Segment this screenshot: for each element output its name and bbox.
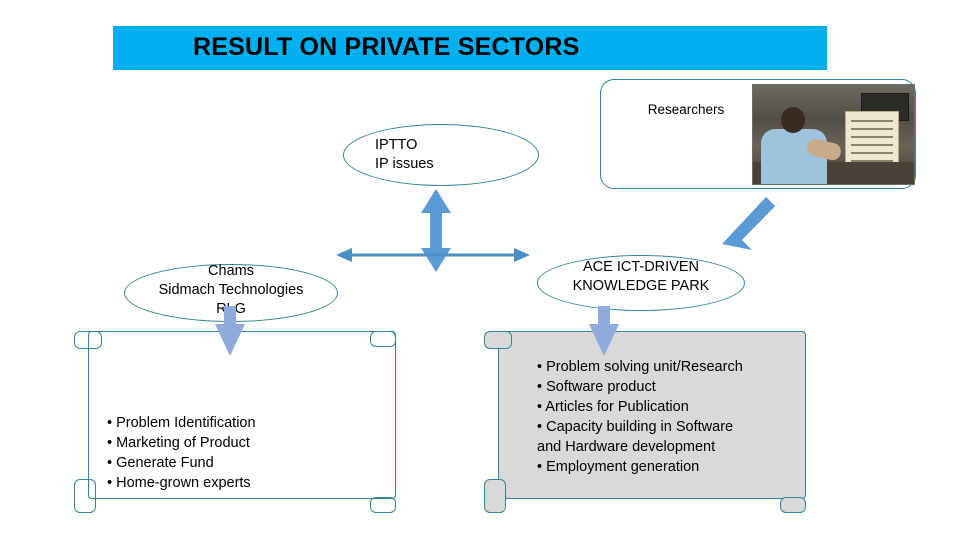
ace-oval	[537, 255, 745, 311]
arrow-researchers-to-ace	[722, 196, 785, 250]
scroll-curl-bottom-right	[780, 497, 806, 513]
scroll-curl-bottom-left	[484, 479, 506, 513]
page-title: RESULT ON PRIVATE SECTORS	[193, 33, 580, 61]
scroll-curl-top-left	[484, 331, 512, 349]
arrow-horizontal-double	[336, 248, 530, 262]
researchers-box	[600, 79, 916, 189]
right-bullet-list: • Problem solving unit/Research • Softwa…	[537, 359, 743, 475]
scroll-curl-bottom-right	[370, 497, 396, 513]
researcher-at-desk-photo	[752, 84, 915, 185]
iptto-label: IPTTO IP issues	[375, 137, 434, 172]
scroll-curl-top-left	[74, 331, 102, 349]
iptto-oval	[343, 124, 539, 186]
scroll-curl-bottom-left	[74, 479, 96, 513]
arrow-iptto-vertical	[421, 189, 451, 272]
scroll-body	[498, 331, 806, 499]
title-banner	[113, 26, 827, 70]
chams-label: Chams Sidmach Technologies RLG	[158, 263, 304, 317]
left-bullet-list: • Problem Identification • Marketing of …	[107, 415, 256, 491]
ace-label: ACE ICT-DRIVEN KNOWLEDGE PARK	[572, 259, 710, 294]
right-outcomes-panel	[484, 331, 806, 513]
researchers-label: Researchers	[647, 102, 725, 117]
